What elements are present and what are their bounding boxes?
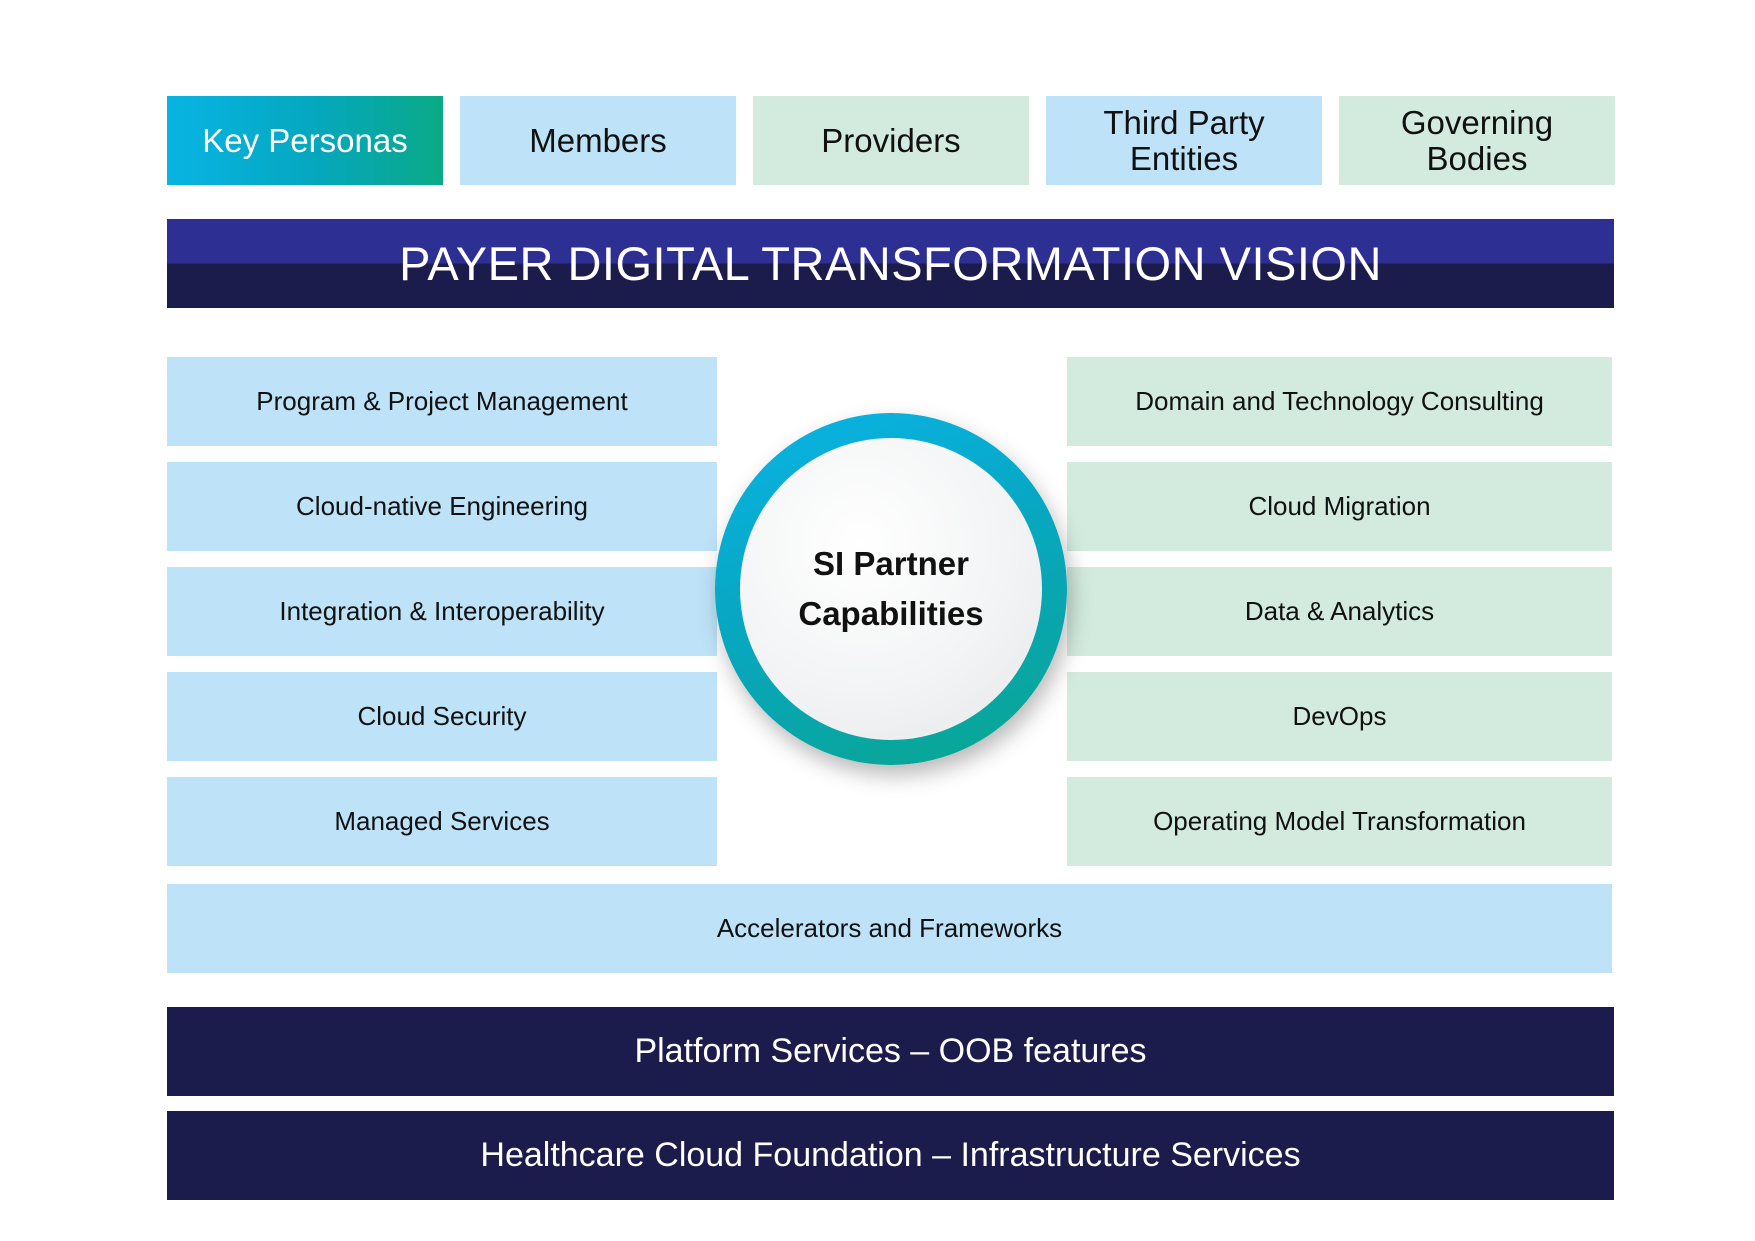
- platform-services-bar: Platform Services – OOB features: [167, 1007, 1614, 1096]
- persona-third-party-text: Third Party Entities: [1103, 103, 1265, 177]
- si-partner-circle-inner: SI Partner Capabilities: [740, 438, 1042, 740]
- capability-label: Data & Analytics: [1244, 596, 1435, 626]
- capability-label: Operating Model Transformation: [1153, 806, 1526, 836]
- capability-integration-interoperability: Integration & Interoperability: [167, 567, 717, 656]
- persona-governing-text: Governing Bodies: [1400, 103, 1554, 177]
- capability-label: Integration & Interoperability: [279, 596, 605, 626]
- capability-label: Program & Project Management: [256, 386, 628, 416]
- persona-members-text: Members: [529, 121, 667, 159]
- capability-label: Cloud-native Engineering: [296, 491, 588, 521]
- capability-managed-services: Managed Services: [167, 777, 717, 866]
- persona-members: Members: [460, 96, 736, 185]
- capability-label: DevOps: [1292, 701, 1387, 731]
- capability-label: Managed Services: [334, 806, 550, 836]
- capability-cloud-security: Cloud Security: [167, 672, 717, 761]
- persona-governing-bodies: Governing Bodies: [1339, 96, 1615, 185]
- key-personas-text: Key Personas: [202, 121, 408, 159]
- si-partner-capabilities-circle: SI Partner Capabilities: [715, 413, 1067, 765]
- capability-domain-technology-consulting: Domain and Technology Consulting: [1067, 357, 1612, 446]
- si-partner-capabilities-title: SI Partner Capabilities: [798, 545, 984, 632]
- capability-cloud-migration: Cloud Migration: [1067, 462, 1612, 551]
- platform-services-label: Platform Services – OOB features: [634, 1032, 1147, 1070]
- accelerators-frameworks-bar: Accelerators and Frameworks: [167, 884, 1612, 973]
- accelerators-label: Accelerators and Frameworks: [716, 913, 1063, 943]
- capability-label: Cloud Migration: [1248, 491, 1431, 521]
- capability-data-analytics: Data & Analytics: [1067, 567, 1612, 656]
- persona-providers-text: Providers: [821, 121, 961, 159]
- capability-operating-model-transformation: Operating Model Transformation: [1067, 777, 1612, 866]
- healthcare-cloud-foundation-bar: Healthcare Cloud Foundation – Infrastruc…: [167, 1111, 1614, 1200]
- healthcare-cloud-foundation-label: Healthcare Cloud Foundation – Infrastruc…: [480, 1136, 1301, 1174]
- capability-program-project-management: Program & Project Management: [167, 357, 717, 446]
- persona-third-party-entities: Third Party Entities: [1046, 96, 1322, 185]
- capability-cloud-native-engineering: Cloud-native Engineering: [167, 462, 717, 551]
- key-personas-label: Key Personas: [167, 96, 443, 185]
- capability-devops: DevOps: [1067, 672, 1612, 761]
- persona-providers: Providers: [753, 96, 1029, 185]
- capability-label: Domain and Technology Consulting: [1135, 386, 1544, 416]
- vision-banner: PAYER DIGITAL TRANSFORMATION VISION: [167, 219, 1614, 308]
- capability-label: Cloud Security: [357, 701, 527, 731]
- vision-title: PAYER DIGITAL TRANSFORMATION VISION: [399, 237, 1382, 290]
